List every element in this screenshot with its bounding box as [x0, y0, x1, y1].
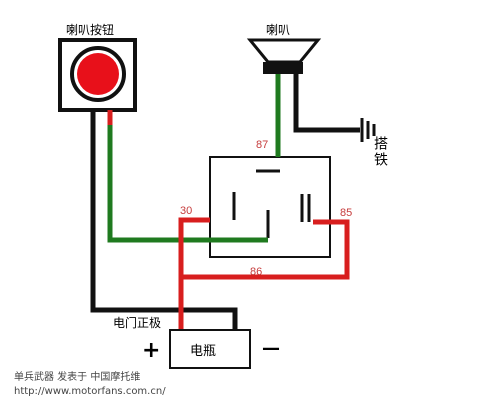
red-wires: [107, 110, 350, 330]
relay-contacts: [232, 169, 311, 238]
black-wires: [90, 74, 360, 330]
pin-label-85: 85: [340, 207, 352, 219]
watermark-author-line: 单兵武器 发表于 中国摩托维: [14, 370, 140, 383]
door-positive-label: 电门正极: [113, 315, 161, 330]
plus-sign: +: [142, 338, 160, 363]
horn-speaker-icon: [246, 38, 322, 74]
pin-label-30: 30: [180, 205, 192, 217]
button-to-battery-black-wire: [90, 110, 238, 330]
horn-cone: [246, 38, 322, 64]
button-to-relay-green-wire: [107, 125, 268, 243]
battery-label: 电瓶: [190, 344, 216, 359]
ground-symbol-icon: [360, 118, 376, 142]
horn-button-label: 喇叭按钮: [66, 22, 114, 37]
battery-body: [169, 329, 251, 369]
pin-label-87: 87: [256, 139, 268, 151]
pin-label-86: 86: [250, 266, 262, 278]
relay-85-86-red-wire: [181, 219, 350, 280]
horn-button-red-cap: [77, 53, 119, 95]
horn-button: [58, 38, 137, 112]
minus-sign: —: [262, 338, 280, 359]
watermark-url: http://www.motorfans.com.cn/: [14, 386, 166, 397]
horn-magnet: [263, 62, 303, 74]
ground-label: 搭铁: [372, 136, 388, 168]
horn-to-ground-black-wire: [293, 74, 360, 133]
green-wires: [107, 74, 281, 243]
horn-label: 喇叭: [266, 22, 290, 37]
relay-30-red-wire: [178, 217, 210, 330]
